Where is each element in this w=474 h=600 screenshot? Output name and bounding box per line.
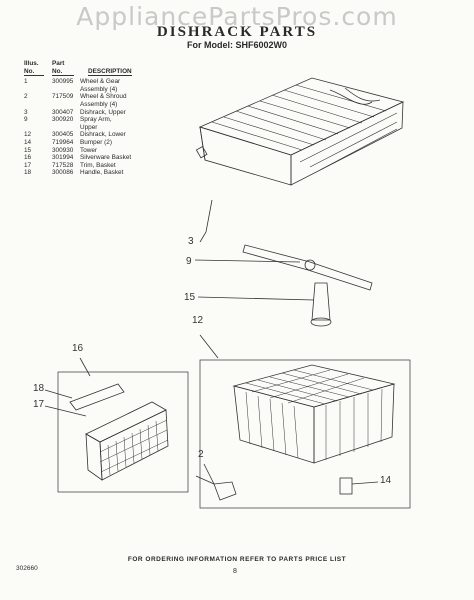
callout-2: 2: [198, 449, 204, 460]
table-row: 12 300405 Dishrack, Lower: [24, 131, 170, 139]
part-number-cell: 300407: [52, 108, 74, 116]
description-cell: Wheel & Gear: [80, 78, 121, 86]
lower-dishrack: [232, 364, 396, 464]
illus-cell: 17: [24, 161, 32, 169]
description-cell: Assembly (4): [80, 85, 118, 93]
table-row: Upper: [24, 124, 170, 132]
table-row: 3 300407 Dishrack, Upper: [24, 109, 170, 117]
illus-cell: 9: [24, 116, 28, 124]
silverware-basket: [85, 401, 169, 481]
callout-line-14: [351, 481, 379, 485]
part-number-cell: 717509: [52, 93, 74, 101]
description-cell: Handle, Basket: [80, 169, 124, 177]
part-number-cell: 717528: [52, 161, 74, 169]
illus-cell: 3: [24, 108, 28, 116]
basket-frame: [57, 371, 189, 493]
illus-cell: 2: [24, 93, 28, 101]
illus-cell: 1: [24, 78, 28, 86]
callout-3: 3: [188, 236, 194, 247]
callout-12: 12: [192, 315, 204, 326]
callout-16: 16: [72, 343, 84, 354]
table-row: Assembly (4): [24, 86, 170, 94]
watermark: AppliancePartsPros.com: [76, 2, 398, 31]
table-row: 14 719964 Bumper (2): [24, 139, 170, 147]
basket-handle: [69, 383, 125, 411]
callout-15: 15: [184, 292, 196, 303]
table-row: 2 717509 Wheel & Shroud: [24, 93, 170, 101]
callout-18: 18: [33, 383, 45, 394]
part-number-cell: 301994: [52, 154, 74, 162]
part-number-cell: 300405: [52, 131, 74, 139]
callout-line-17: [44, 405, 87, 417]
callout-17: 17: [33, 399, 45, 410]
table-header-bottom: No. No. DESCRIPTION: [24, 68, 170, 77]
illus-cell: 18: [24, 169, 32, 177]
table-row: 1 300995 Wheel & Gear: [24, 78, 170, 86]
part-number-cell: 300086: [52, 169, 74, 177]
callout-line-9: [194, 259, 301, 263]
illus-cell: 16: [24, 154, 32, 162]
upper-wheel: [195, 145, 208, 159]
tower: [310, 282, 332, 327]
description-cell: Trim, Basket: [80, 161, 116, 169]
header-description: DESCRIPTION: [88, 67, 132, 77]
table-row: 16 301994 Silverware Basket: [24, 154, 170, 162]
table-row: 9 300920 Spray Arm,: [24, 116, 170, 124]
description-cell: Spray Arm,: [80, 116, 112, 124]
table-header-top: Illus. Part: [24, 60, 170, 68]
description-cell: Dishrack, Upper: [80, 108, 126, 116]
ordering-footer: FOR ORDERING INFORMATION REFER TO PARTS …: [127, 556, 347, 563]
part-number-cell: 300930: [52, 146, 74, 154]
table-row: 15 300930 Tower: [24, 147, 170, 155]
callout-14: 14: [380, 475, 392, 486]
callout-line-18: [44, 389, 73, 399]
illus-cell: 12: [24, 131, 32, 139]
page-number: 8: [233, 568, 237, 575]
table-row: 18 300086 Handle, Basket: [24, 169, 170, 177]
header-illus-top: Illus.: [24, 60, 39, 67]
lower-wheel: [195, 463, 237, 501]
header-illus-bottom: No.: [24, 68, 44, 77]
description-cell: Silverware Basket: [80, 154, 132, 162]
description-cell: Wheel & Shroud: [80, 93, 127, 101]
description-cell: Dishrack, Lower: [80, 131, 126, 139]
document-number: 302660: [16, 565, 38, 572]
lower-rack-frame: [199, 359, 411, 509]
callout-line-15: [197, 296, 315, 301]
model-line: For Model: SHF6002W0: [186, 40, 287, 50]
header-part-top: Part: [52, 60, 65, 67]
header-part-bottom: No.: [52, 68, 74, 77]
table-row: Assembly (4): [24, 101, 170, 109]
spray-arm: [242, 244, 373, 291]
callout-line-12: [199, 334, 219, 359]
bumper: [339, 477, 353, 495]
description-cell: Upper: [80, 123, 98, 131]
part-number-cell: 719964: [52, 138, 74, 146]
part-number-cell: 300995: [52, 78, 74, 86]
description-cell: Bumper (2): [80, 138, 112, 146]
description-cell: Assembly (4): [80, 100, 118, 108]
page-title: DISHRACK PARTS: [156, 24, 318, 40]
illus-cell: 14: [24, 138, 32, 146]
table-row: 17 717528 Trim, Basket: [24, 162, 170, 170]
illus-cell: 15: [24, 146, 32, 154]
description-cell: Tower: [80, 146, 98, 154]
callout-line-16: [79, 357, 91, 377]
callout-9: 9: [186, 256, 192, 267]
part-number-cell: 300920: [52, 116, 74, 124]
callout-line-3: [199, 199, 213, 243]
upper-dishrack: [198, 77, 405, 186]
